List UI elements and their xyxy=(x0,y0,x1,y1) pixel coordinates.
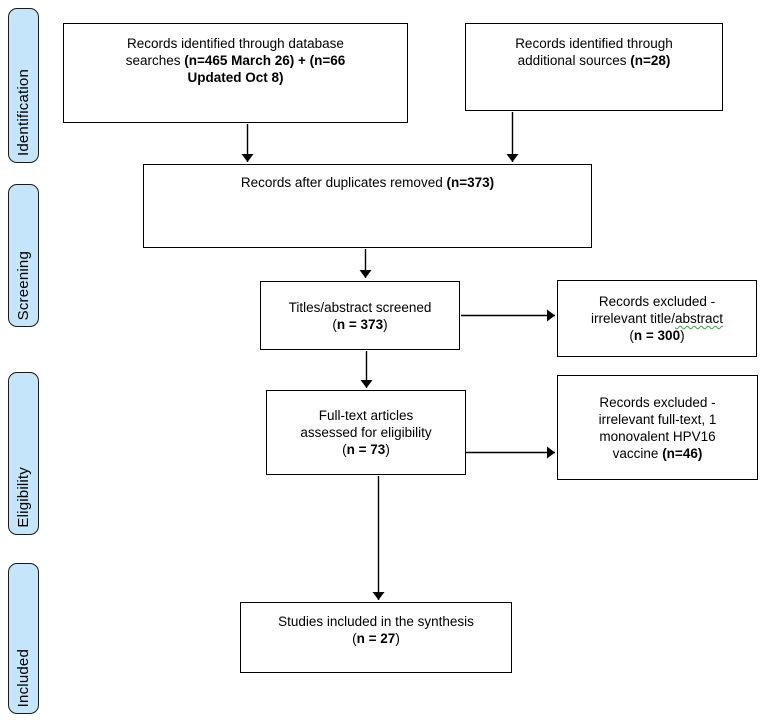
label-text: Titles/abstract screened xyxy=(288,299,432,315)
label-text: ) xyxy=(680,328,685,343)
label-text: Records excluded - xyxy=(599,394,716,410)
stage-included-label: Included xyxy=(15,648,32,707)
count-text: Updated Oct 8) xyxy=(187,70,284,85)
count-text: (n=373) xyxy=(446,175,495,190)
box-records-database-searches: Records identified through database searc… xyxy=(63,23,408,123)
label-text: ) xyxy=(395,631,400,646)
box-records-excluded-title-abstract-text: Records excluded - irrelevant title/abstr… xyxy=(558,293,756,344)
label-text: monovalent HPV16 xyxy=(599,428,716,444)
box-fulltext-assessed: Full-text articles assessed for eligibili… xyxy=(266,390,466,475)
stage-screening-label: Screening xyxy=(15,250,32,320)
box-records-database-searches-text: Records identified through database searc… xyxy=(64,35,407,86)
label-text: Records identified through database xyxy=(127,36,344,51)
stage-included: Included xyxy=(8,563,39,714)
label-text: Records excluded - xyxy=(598,294,716,309)
box-records-additional-sources: Records identified through additional sou… xyxy=(465,23,723,111)
count-text: (n=28) xyxy=(630,53,671,68)
spellcheck-flagged-word: abstract xyxy=(675,311,724,326)
box-records-after-duplicates-text: Records after duplicates removed (n=373) xyxy=(144,174,591,191)
box-records-additional-sources-text: Records identified through additional sou… xyxy=(466,35,722,69)
box-studies-included-synthesis-text: Studies included in the synthesis (n = 27… xyxy=(241,613,511,647)
box-records-excluded-fulltext-text: Records excluded -irrelevant full-text, … xyxy=(558,394,757,462)
count-text: n = 300 xyxy=(633,328,681,343)
label-text: additional sources xyxy=(517,53,631,68)
label-text: Studies included in the synthesis xyxy=(278,614,474,629)
count-text: (n=46) xyxy=(662,445,703,461)
label-text: searches xyxy=(125,53,185,68)
label-text: ( xyxy=(629,328,634,343)
box-records-excluded-title-abstract: Records excluded - irrelevant title/abstr… xyxy=(557,280,757,357)
box-fulltext-assessed-text: Full-text articles assessed for eligibili… xyxy=(267,407,465,458)
label-text: vaccine xyxy=(612,445,663,461)
box-records-excluded-fulltext: Records excluded -irrelevant full-text, … xyxy=(557,375,758,480)
box-studies-included-synthesis: Studies included in the synthesis (n = 27… xyxy=(240,602,512,673)
stage-eligibility-label: Eligibility xyxy=(15,467,32,528)
stage-eligibility: Eligibility xyxy=(8,372,39,535)
stage-identification: Identification xyxy=(8,8,39,163)
stage-identification-label: Identification xyxy=(15,68,32,156)
count-text: (n=465 March 26) + (n=66 xyxy=(184,53,346,68)
box-titles-abstract-screened: Titles/abstract screened(n = 373) xyxy=(260,281,460,350)
label-text: ) xyxy=(383,316,388,332)
label-text: assessed for eligibility xyxy=(300,425,432,440)
label-text: ( xyxy=(352,631,357,646)
label-text: Full-text articles xyxy=(318,408,414,423)
stage-screening: Screening xyxy=(8,184,39,327)
label-text: irrelevant title/ xyxy=(590,311,675,326)
label-text: ( xyxy=(342,442,347,457)
label-text: Records after duplicates removed xyxy=(240,175,447,190)
count-text: n = 27 xyxy=(356,631,396,646)
label-text: ) xyxy=(385,442,390,457)
box-records-after-duplicates: Records after duplicates removed (n=373) xyxy=(143,164,592,248)
box-titles-abstract-screened-text: Titles/abstract screened(n = 373) xyxy=(261,299,459,333)
label-text: irrelevant full-text, 1 xyxy=(598,411,717,427)
label-text: Records identified through xyxy=(515,36,673,51)
count-text: n = 73 xyxy=(346,442,386,457)
count-text: n = 373 xyxy=(336,316,384,332)
label-text: ( xyxy=(332,316,337,332)
